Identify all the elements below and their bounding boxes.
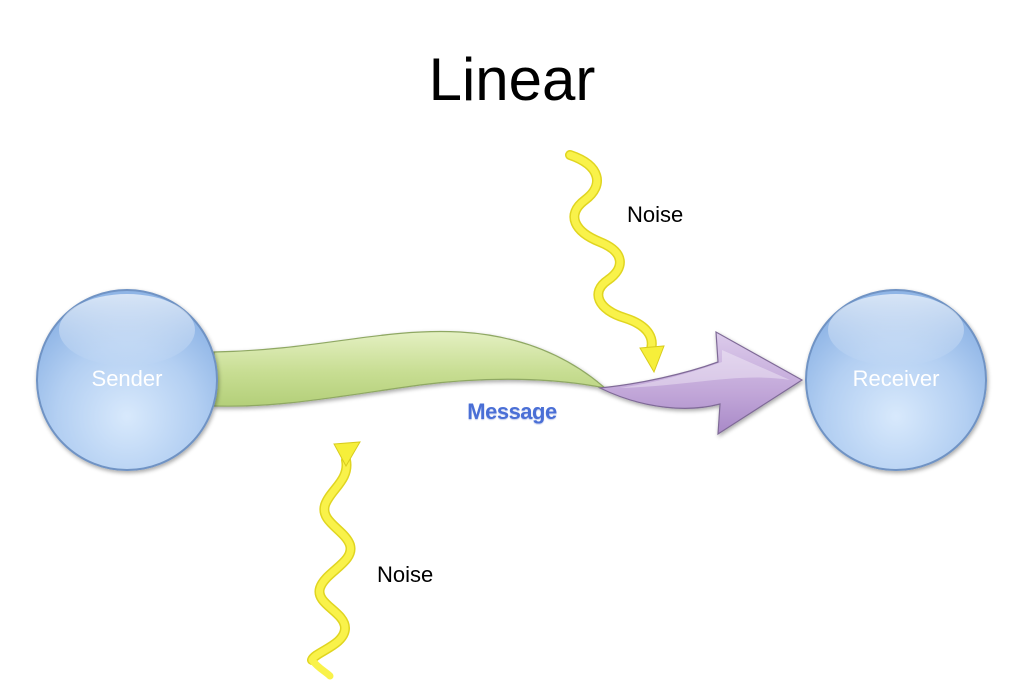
receiver-node <box>805 289 987 471</box>
noise-label-lower: Noise <box>377 562 434 587</box>
message-arrow-gloss <box>620 350 790 388</box>
noise-label-upper: Noise <box>627 202 684 227</box>
message-arrow <box>597 330 804 436</box>
message-band <box>213 330 608 407</box>
noise-arrowhead-upper <box>639 345 665 374</box>
noise-squiggle-upper <box>565 150 665 374</box>
message-label: Message <box>467 399 557 424</box>
sender-label: Sender <box>91 366 163 391</box>
sender-node <box>36 289 218 471</box>
noise-squiggle-lower <box>307 441 361 680</box>
receiver-label: Receiver <box>852 366 940 391</box>
noise-arrowhead-lower <box>333 441 361 468</box>
diagram-title: Linear <box>428 46 596 113</box>
